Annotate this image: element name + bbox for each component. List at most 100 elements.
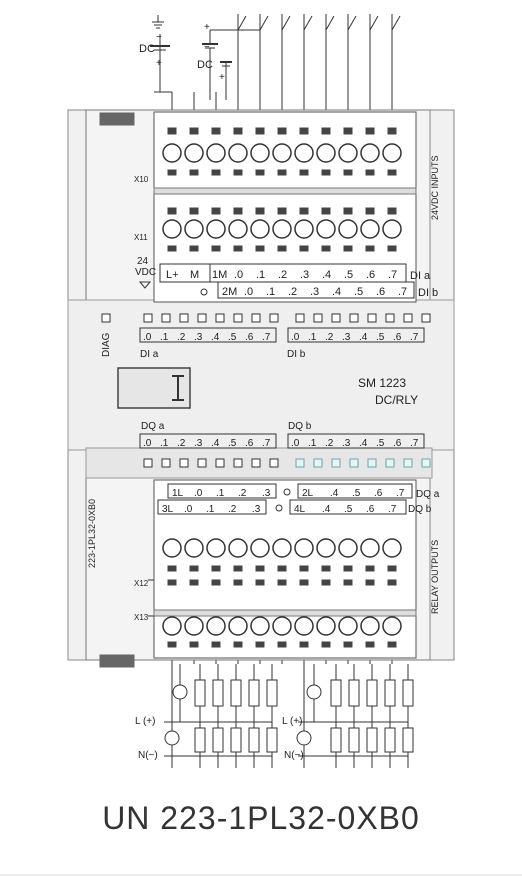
terminal-led-square <box>365 207 375 215</box>
terminal-led-square <box>387 207 397 215</box>
terminal-led-square <box>365 579 375 586</box>
dqb-bit-label: .6 <box>393 438 402 449</box>
top-clip <box>99 112 135 126</box>
terminal-tab <box>167 169 177 176</box>
terminal-tab <box>167 641 177 648</box>
side-label-inputs: 24VDC INPUTS <box>430 155 440 220</box>
terminal-screw <box>294 143 314 163</box>
input-row2-bit: .7 <box>398 286 407 298</box>
terminal-tab <box>277 245 287 252</box>
terminal-tab <box>189 245 199 252</box>
terminal-screw <box>206 538 226 558</box>
terminal-tab <box>387 641 397 648</box>
terminal-screw <box>184 616 204 636</box>
terminal-led-square <box>167 579 177 586</box>
order-number: 223-1PL32-0XB0 <box>87 499 97 568</box>
dqb-status-led <box>403 458 413 468</box>
dia-bit-label: .5 <box>228 332 237 343</box>
load-resistor <box>330 727 342 753</box>
terminal-screw <box>360 219 380 239</box>
dia-bit-label: .2 <box>177 332 186 343</box>
output-row1-bit: 2L <box>302 488 314 499</box>
terminal-screw <box>162 143 182 163</box>
dqa-bit-label: .1 <box>160 438 169 449</box>
dqa-status-label: DQ a <box>141 421 165 432</box>
terminal-screw <box>272 219 292 239</box>
terminal-tab <box>365 641 375 648</box>
terminal-screw <box>294 538 314 558</box>
switch-contact <box>369 15 379 31</box>
dib-status-led <box>295 313 305 323</box>
dqb-status-led <box>367 458 377 468</box>
terminal-led-square <box>211 579 221 586</box>
terminal-screw <box>162 219 182 239</box>
terminal-tab <box>189 169 199 176</box>
terminal-screw <box>228 219 248 239</box>
dia-status-led <box>179 313 189 323</box>
dqb-bit-label: .3 <box>342 438 351 449</box>
terminal-tab <box>299 245 309 252</box>
dib-bit-label: .1 <box>308 332 317 343</box>
dib-bit-label: .4 <box>359 332 368 343</box>
ac-source-icon <box>296 730 312 746</box>
supply-lplus-label: L+ <box>166 269 179 281</box>
terminal-screw <box>382 616 402 636</box>
dib-status-led <box>403 313 413 323</box>
input-row2-group: DI b <box>418 287 438 299</box>
dqa-bit-label: .5 <box>228 438 237 449</box>
output-row2-bit: .6 <box>366 504 375 515</box>
terminal-screw <box>272 143 292 163</box>
terminal-led-square <box>343 127 353 135</box>
minus-sign-supply: − <box>156 32 162 43</box>
load-resistor <box>248 679 260 707</box>
dib-status-led <box>421 313 431 323</box>
connector-bracket <box>148 579 154 617</box>
n-label-left: N(−) <box>138 750 158 761</box>
dqb-bits-box <box>287 433 425 449</box>
dqb-status-led <box>385 458 395 468</box>
terminal-led-square <box>321 207 331 215</box>
output-row2-bit: .1 <box>206 504 215 515</box>
dib-status-led <box>385 313 395 323</box>
dqb-status-label: DQ b <box>288 421 312 432</box>
dqa-status-led <box>215 458 225 468</box>
terminal-tab <box>167 245 177 252</box>
terminal-tab <box>299 565 309 572</box>
ac-source-icon <box>172 684 188 700</box>
diag-led <box>101 313 111 323</box>
dqa-status-led <box>161 458 171 468</box>
terminal-tab <box>387 565 397 572</box>
terminal-led-square <box>211 207 221 215</box>
input-row1-bit: .6 <box>366 269 375 281</box>
connector-x13-label: X13 <box>134 613 149 622</box>
terminal-tab <box>233 565 243 572</box>
load-resistor <box>212 727 224 753</box>
dqb-bit-label: .0 <box>291 438 300 449</box>
terminal-tab <box>321 169 331 176</box>
dia-bit-label: .6 <box>245 332 254 343</box>
dib-status-label: DI b <box>287 349 306 360</box>
load-resistor <box>384 727 396 753</box>
terminal-tab <box>211 641 221 648</box>
input-row1-bit: .1 <box>256 269 265 281</box>
output-row1-bit: .3 <box>262 488 271 499</box>
terminal-screw <box>294 616 314 636</box>
output-row1-bit: .4 <box>330 488 339 499</box>
load-resistor <box>230 679 242 707</box>
terminal-tab <box>321 565 331 572</box>
output-row1-bit: .7 <box>396 488 405 499</box>
input-row2-bit: .1 <box>266 286 275 298</box>
terminal-screw <box>228 616 248 636</box>
terminal-led-square <box>365 127 375 135</box>
terminal-led-square <box>277 127 287 135</box>
terminal-screw <box>272 616 292 636</box>
load-resistor <box>402 679 414 707</box>
side-label-outputs: RELAY OUTPUTS <box>430 540 440 614</box>
connector-x11-label: X11 <box>134 233 148 242</box>
terminal-screw <box>250 538 270 558</box>
terminal-led-square <box>299 127 309 135</box>
dqb-status-led <box>295 458 305 468</box>
terminal-tab <box>255 169 265 176</box>
output-row2-box-b <box>289 499 407 515</box>
